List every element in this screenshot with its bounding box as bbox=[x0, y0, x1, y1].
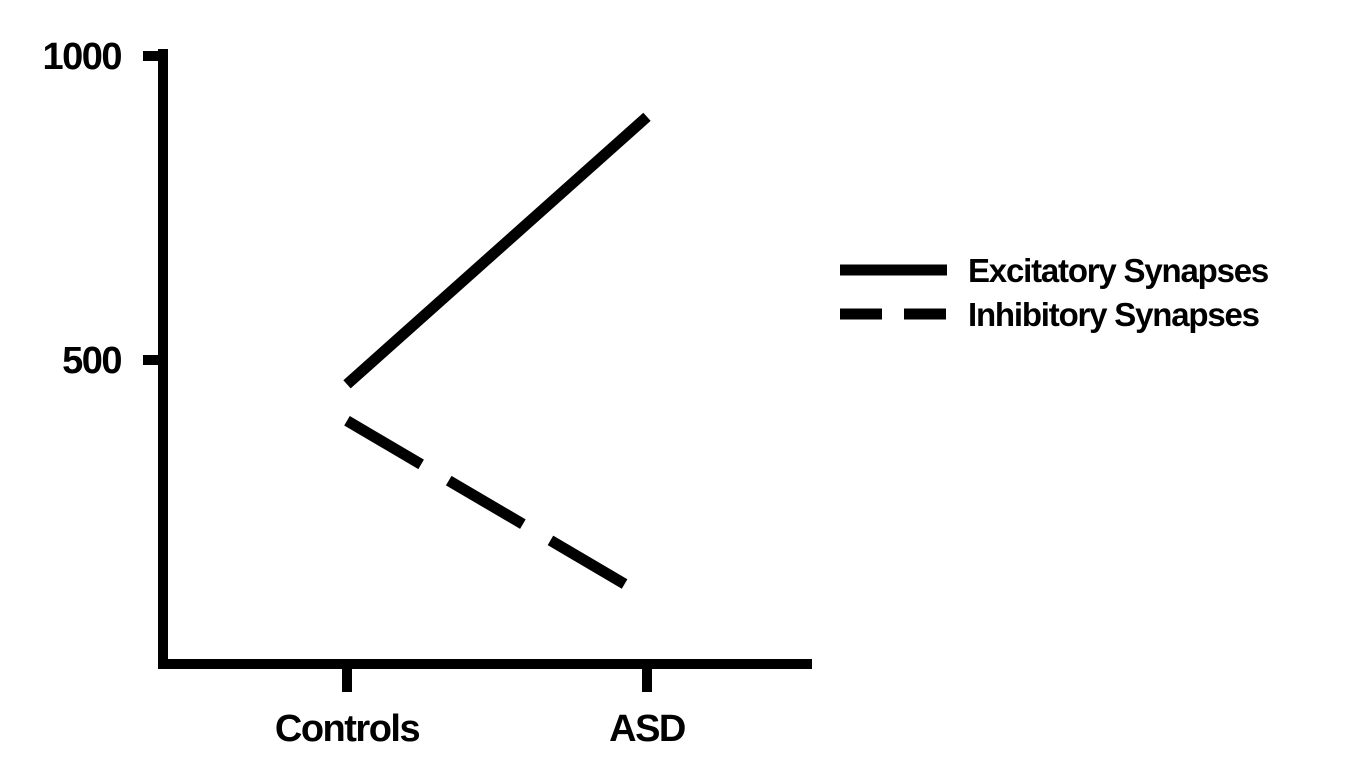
legend-label: Excitatory Synapses bbox=[968, 252, 1268, 289]
y-tick-label: 1000 bbox=[42, 36, 121, 78]
series-line-inhibitory bbox=[344, 416, 650, 602]
legend-label: Inhibitory Synapses bbox=[968, 296, 1259, 333]
x-tick-label: Controls bbox=[275, 708, 420, 750]
legend-item: Inhibitory Synapses bbox=[840, 296, 1260, 333]
series-line-excitatory bbox=[343, 112, 651, 389]
legend-item: Excitatory Synapses bbox=[840, 252, 1269, 289]
x-axis: Controls ASD bbox=[158, 659, 812, 750]
plot-area bbox=[343, 112, 651, 602]
x-tick-label: ASD bbox=[609, 708, 685, 750]
y-tick-label: 500 bbox=[62, 340, 121, 382]
y-axis: 500 1000 bbox=[42, 36, 168, 667]
